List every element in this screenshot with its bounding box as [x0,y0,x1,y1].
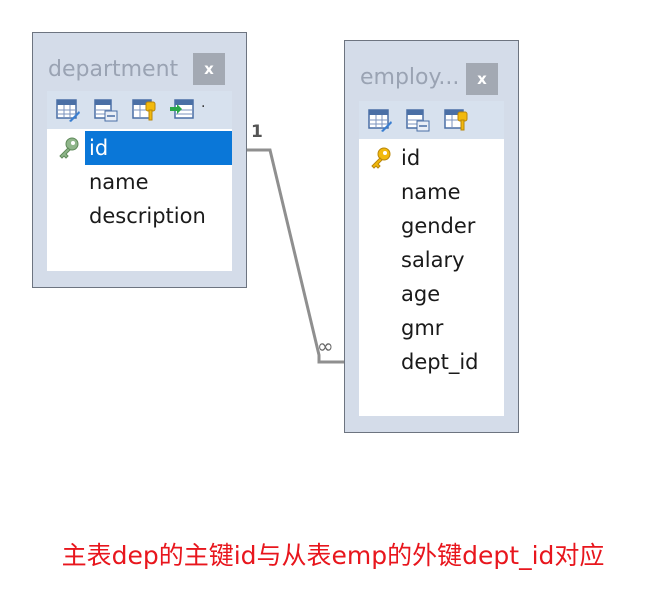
field-name: name [89,170,149,194]
field-name: name [401,180,461,204]
field-name: dept_id [401,350,479,374]
employee-title: employ... [360,65,460,90]
employee-field-list: id name gender salary age gmr dept_id [359,141,504,379]
table-design-icon[interactable] [405,107,431,133]
field-row-id[interactable]: id [47,131,232,165]
field-row-gender[interactable]: gender [359,209,504,243]
field-row-gmr[interactable]: gmr [359,311,504,345]
table-design-icon[interactable] [93,97,119,123]
field-row-name[interactable]: name [47,165,232,199]
department-close-button[interactable]: x [193,53,225,85]
primary-key-icon [371,147,391,169]
field-row-id[interactable]: id [359,141,504,175]
department-table-window[interactable]: department x [32,32,247,288]
field-name: age [401,282,441,306]
field-name: description [89,204,206,228]
field-row-salary[interactable]: salary [359,243,504,277]
department-toolbar: · [47,91,232,129]
field-name: id [401,146,421,170]
employee-toolbar [359,101,504,139]
employee-close-button[interactable]: x [466,63,498,95]
field-name: gmr [401,316,444,340]
field-row-name[interactable]: name [359,175,504,209]
department-field-list: id name description [47,131,232,233]
cardinality-many-label: ∞ [317,334,334,358]
field-name: salary [401,248,465,272]
add-field-icon[interactable] [169,97,195,123]
field-row-dept-id[interactable]: dept_id [359,345,504,379]
caption-text: 主表dep的主键id与从表emp的外键dept_id对应 [61,541,605,570]
field-name: gender [401,214,476,238]
table-key-icon[interactable] [131,97,157,123]
department-title-bar[interactable]: department x [33,33,246,91]
employee-field-panel: id name gender salary age gmr dept_id [359,101,504,416]
department-field-panel: · id name description [47,91,232,271]
employee-title-bar[interactable]: employ... x [345,41,518,99]
cardinality-one-label: 1 [251,122,263,142]
field-name: id [85,131,232,165]
edit-table-icon[interactable] [55,97,81,123]
department-title: department [48,57,179,82]
field-row-description[interactable]: description [47,199,232,233]
toolbar-overflow-indicator: · [201,99,206,115]
edit-table-icon[interactable] [367,107,393,133]
table-key-icon[interactable] [443,107,469,133]
primary-key-icon [59,137,79,159]
field-row-age[interactable]: age [359,277,504,311]
employee-table-window[interactable]: employ... x [344,40,519,433]
